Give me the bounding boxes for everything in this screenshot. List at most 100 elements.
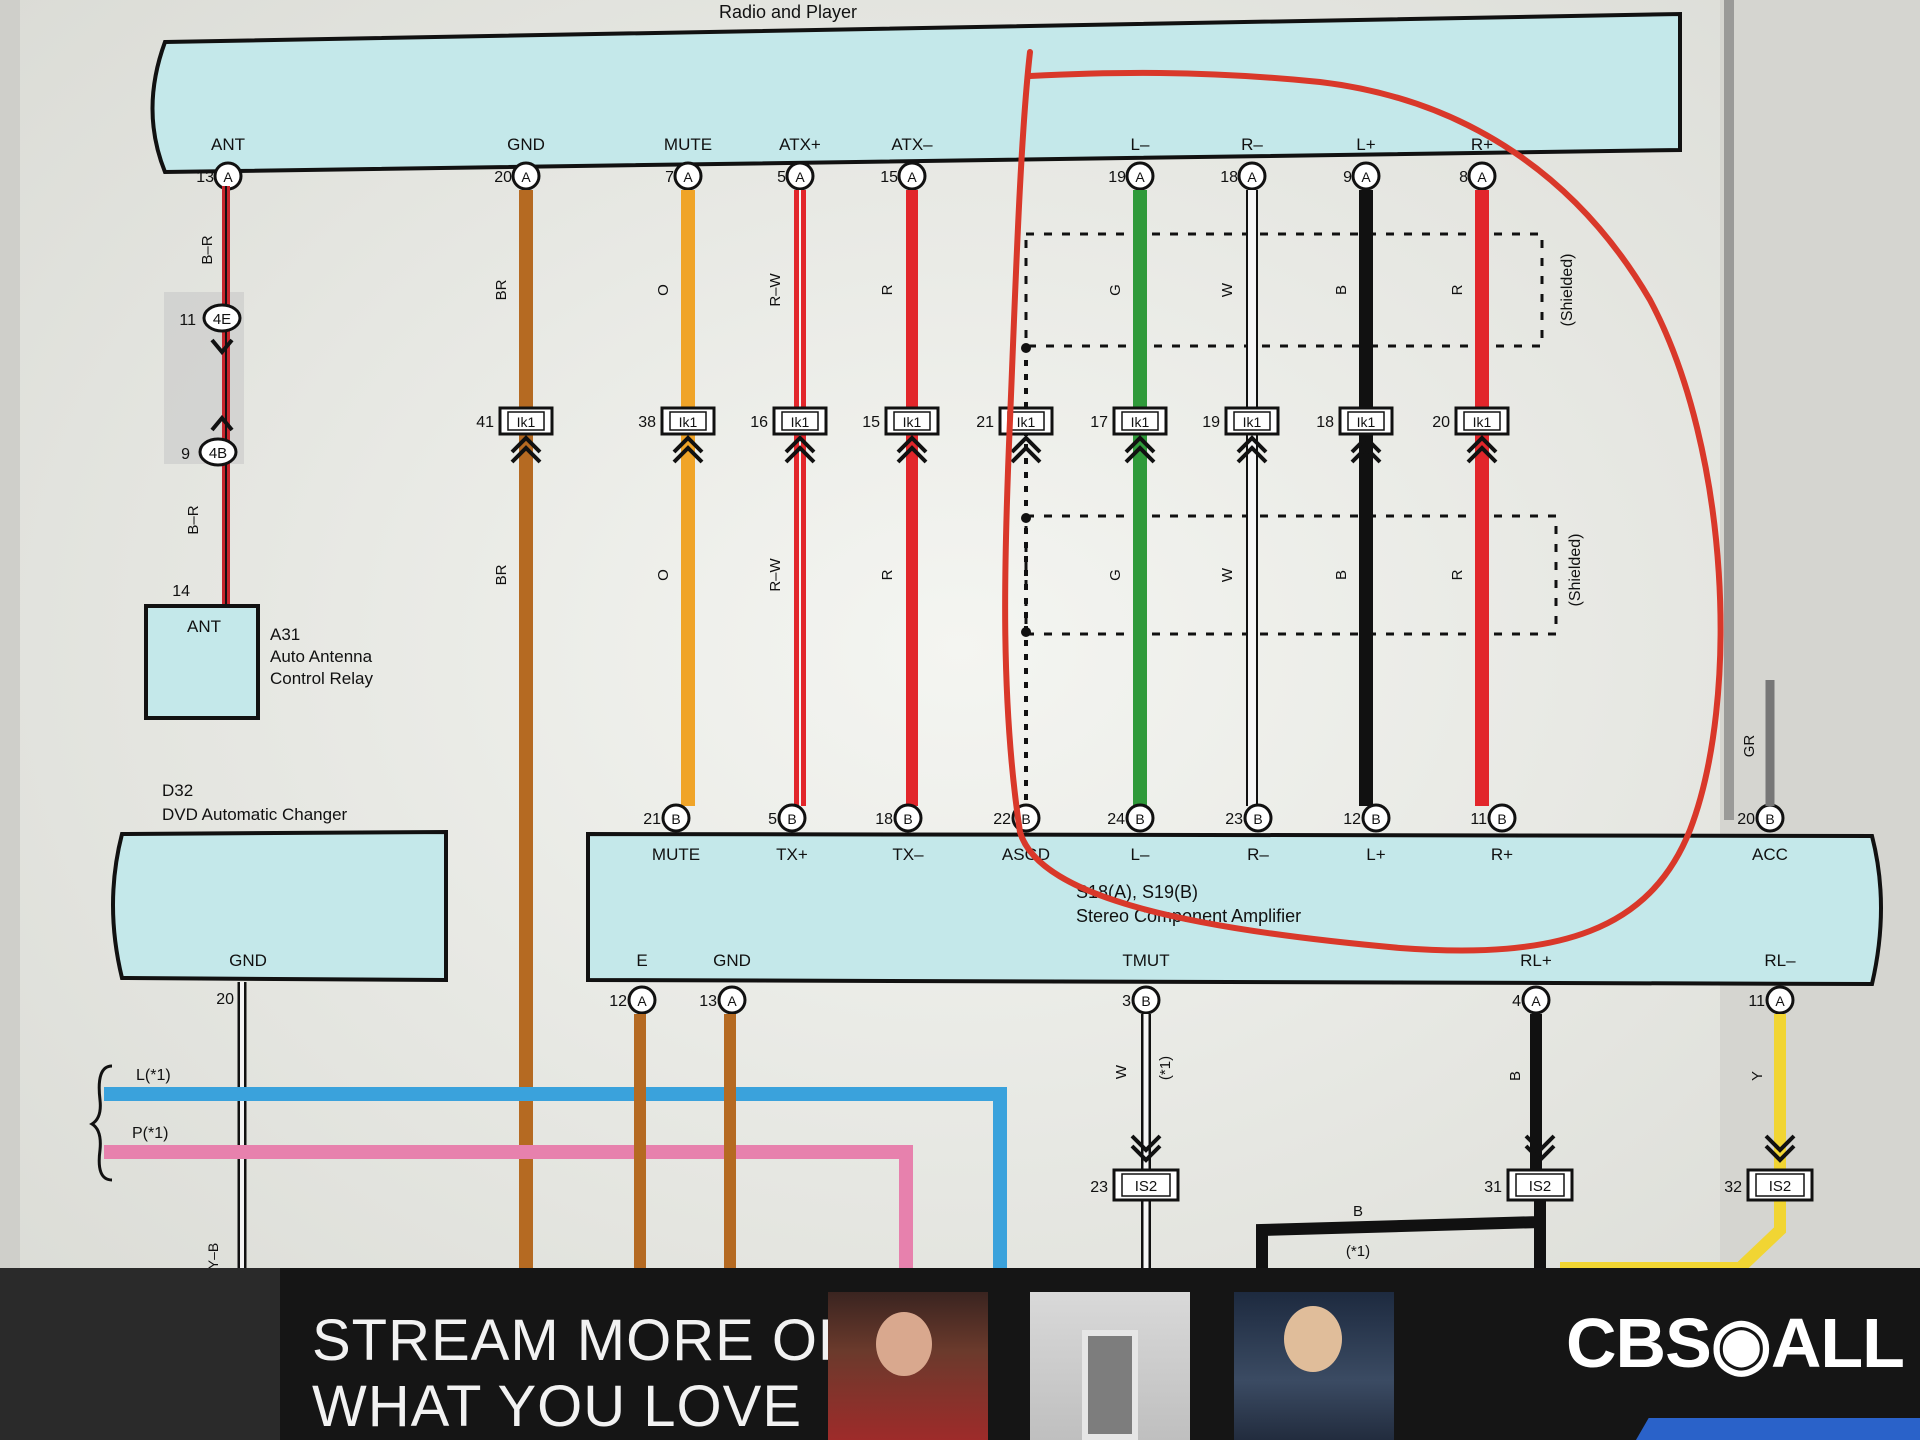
connector-is2-tag: IS2 <box>1135 1178 1158 1195</box>
amp-pin-label: R– <box>1247 845 1269 864</box>
amp-pin-tag: B <box>1253 811 1262 827</box>
amp-pin-tag: B <box>1765 811 1774 827</box>
shield-dot <box>1021 513 1031 523</box>
radio-pin-label: ATX+ <box>779 135 821 154</box>
amp-pin-num: 24 <box>1107 811 1125 828</box>
amp-pin-tag: B <box>671 811 680 827</box>
wire-color-label: R <box>1449 569 1466 580</box>
amp-bottom-pin-label: TMUT <box>1122 951 1169 970</box>
connector-arrow-icon <box>1350 435 1382 464</box>
wire-label-b: B <box>1507 1071 1524 1081</box>
connector-is2 <box>1746 1168 1814 1202</box>
amp-bottom-pin-label: GND <box>713 951 751 970</box>
radio-pin-group: ANTA13GNDA20MUTEA7ATX+A5ATX–A15L–A19R–A1… <box>196 135 1497 191</box>
amp-bottom-pin-terminal <box>1131 985 1161 1015</box>
amp-pin-num: 5 <box>768 811 777 828</box>
amp-pin-terminal <box>893 803 923 833</box>
connector-arrow-icon <box>1124 435 1156 464</box>
wire-color-label: R–W <box>767 272 784 306</box>
radio-pin-label: R+ <box>1471 135 1493 154</box>
amp-pin-num: 20 <box>1737 811 1755 828</box>
wire-label-b-r-upper: B–R <box>199 235 216 264</box>
wire-label-gr: GR <box>1741 735 1758 758</box>
amp-bottom-pin-tag: B <box>1141 993 1150 1009</box>
amp-bottom-pin-num: 4 <box>1512 993 1521 1010</box>
amp-pin-terminal <box>1243 803 1273 833</box>
shield-label-lower: (Shielded) <box>1567 534 1584 607</box>
amp-bottom-pin-terminal <box>717 985 747 1015</box>
amp-pin-tag: B <box>787 811 796 827</box>
connector-is2 <box>1506 1168 1574 1202</box>
radio-pin-terminal <box>1351 161 1381 191</box>
wire-color-label: O <box>655 569 672 581</box>
amp-bottom-pin-num: 12 <box>609 993 627 1010</box>
amp-pin-label: MUTE <box>652 845 700 864</box>
ad-thumbnail-3[interactable] <box>1234 1292 1394 1440</box>
connector-ik1-num: 21 <box>976 414 994 431</box>
shield-box-upper <box>1024 232 1544 348</box>
radio-pin-label: GND <box>507 135 545 154</box>
dvd-name: DVD Automatic Changer <box>162 805 348 824</box>
amp-pin-num: 11 <box>1470 811 1487 828</box>
connector-ik1-num: 17 <box>1090 414 1108 431</box>
connector-ik1-tag: Ik1 <box>1131 414 1150 430</box>
radio-pin-tag: A <box>795 169 805 185</box>
connector-ik1-inner <box>669 411 707 431</box>
wire-color-label: W <box>1219 567 1236 582</box>
connector-arrow-icon <box>1236 435 1268 464</box>
dvd-gnd-label: GND <box>229 951 267 970</box>
wire-label-b-r-lower: B–R <box>185 505 202 534</box>
wire-l-blue <box>104 1087 1007 1268</box>
connector-ik1-num: 15 <box>862 414 880 431</box>
radio-pin-num: 20 <box>494 169 512 186</box>
ad-headline: STREAM MORE OF WHAT YOU LOVE <box>312 1308 854 1440</box>
relay-code: A31 <box>270 625 300 644</box>
relay-a31-box <box>144 604 260 720</box>
amp-pin-label: L+ <box>1366 845 1385 864</box>
amp-bottom-pin-tag: A <box>1775 993 1785 1009</box>
wire-label-b-mid: B <box>1353 1203 1363 1220</box>
ad-thumbnail-2[interactable] <box>1030 1292 1190 1440</box>
ad-banner[interactable]: STREAM MORE OF WHAT YOU LOVE CBS◉ALL <box>0 1268 1920 1440</box>
connector-ik1-tag: Ik1 <box>517 414 536 430</box>
shield-dot <box>1021 343 1031 353</box>
wire-rl-plus-lower <box>1256 1200 1546 1268</box>
radio-pin-num: 7 <box>665 169 674 186</box>
wire-label-l: L(*1) <box>136 1067 171 1084</box>
wire-color-label: G <box>1107 569 1124 581</box>
connector-arrow-icon <box>1130 1134 1162 1163</box>
connector-arrow-icon <box>510 435 542 464</box>
amp-pin-num: 12 <box>1343 811 1361 828</box>
connector-is2-inner <box>1755 1173 1805 1197</box>
wire-color-label: R <box>879 569 896 580</box>
connector-arrow-icon <box>896 435 928 464</box>
amp-bottom-pin-tag: A <box>1531 993 1541 1009</box>
connector-is2-tag: IS2 <box>1529 1178 1552 1195</box>
radio-pin-terminal <box>1467 161 1497 191</box>
amp-bottom-pin-tag: A <box>727 993 737 1009</box>
wire-color-label: G <box>1107 284 1124 296</box>
connector-arrow-icon <box>1466 435 1498 464</box>
radio-pin-num: 9 <box>1343 169 1352 186</box>
connector-4b-tag: 4B <box>209 445 227 462</box>
wire-color-label: R <box>879 284 896 295</box>
amp-pin-num: 22 <box>993 811 1011 828</box>
bracket-icon <box>89 1064 113 1182</box>
wire-label-b-note: (*1) <box>1346 1243 1370 1260</box>
ad-thumbnail-1[interactable] <box>828 1292 988 1440</box>
annotation-circle <box>1002 49 1724 954</box>
connector-ik1-tag: Ik1 <box>1243 414 1262 430</box>
wire-label-w-note: (*1) <box>1157 1056 1174 1080</box>
amp-bottom-pin-tag: A <box>637 993 647 1009</box>
radio-pin-tag: A <box>683 169 693 185</box>
shield-label-upper: (Shielded) <box>1559 254 1576 327</box>
wire-color-label: O <box>655 284 672 296</box>
wire-color-label: BR <box>493 564 510 585</box>
ad-brand-logo[interactable]: CBS◉ALL <box>1566 1304 1905 1382</box>
ad-thumbnail-face <box>1284 1306 1342 1372</box>
radio-pin-label: R– <box>1241 135 1263 154</box>
connector-ik1-num: 20 <box>1432 414 1450 431</box>
amp-pin-tag: B <box>1021 811 1030 827</box>
